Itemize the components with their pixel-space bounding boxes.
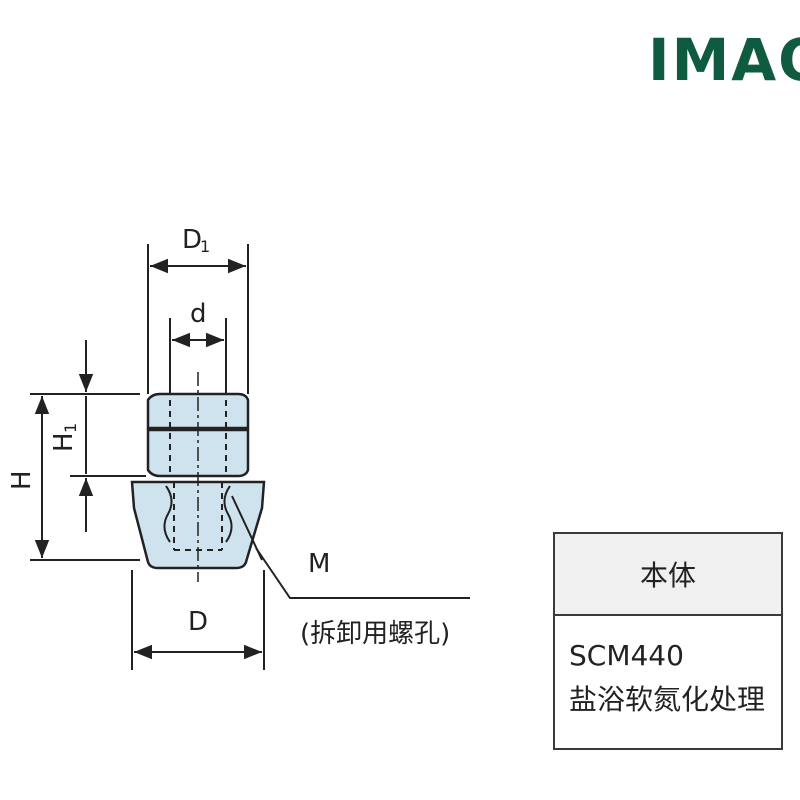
material-name: SCM440: [569, 639, 684, 672]
label-D: D: [188, 607, 208, 637]
label-M: M: [308, 549, 330, 579]
material-table-header: 本体: [555, 534, 781, 616]
label-H1-sub: 1: [61, 423, 80, 433]
material-table: 本体 SCM440 盐浴软氮化处理: [553, 532, 783, 750]
label-D1: D: [182, 225, 202, 255]
extension-lines: [30, 244, 265, 670]
imao-logo: IMAO: [648, 26, 800, 94]
material-table-body: SCM440 盐浴软氮化处理: [555, 616, 781, 722]
material-treatment: 盐浴软氮化处理: [569, 683, 766, 716]
label-D1-sub: 1: [200, 237, 210, 256]
leader-M: [255, 547, 470, 599]
label-H1-group: H 1: [49, 423, 80, 452]
label-M-note: (拆卸用螺孔): [300, 619, 450, 649]
label-H: H: [7, 470, 37, 490]
label-d: d: [190, 299, 207, 329]
label-H1: H: [49, 432, 79, 452]
dimension-lines: [34, 258, 470, 660]
